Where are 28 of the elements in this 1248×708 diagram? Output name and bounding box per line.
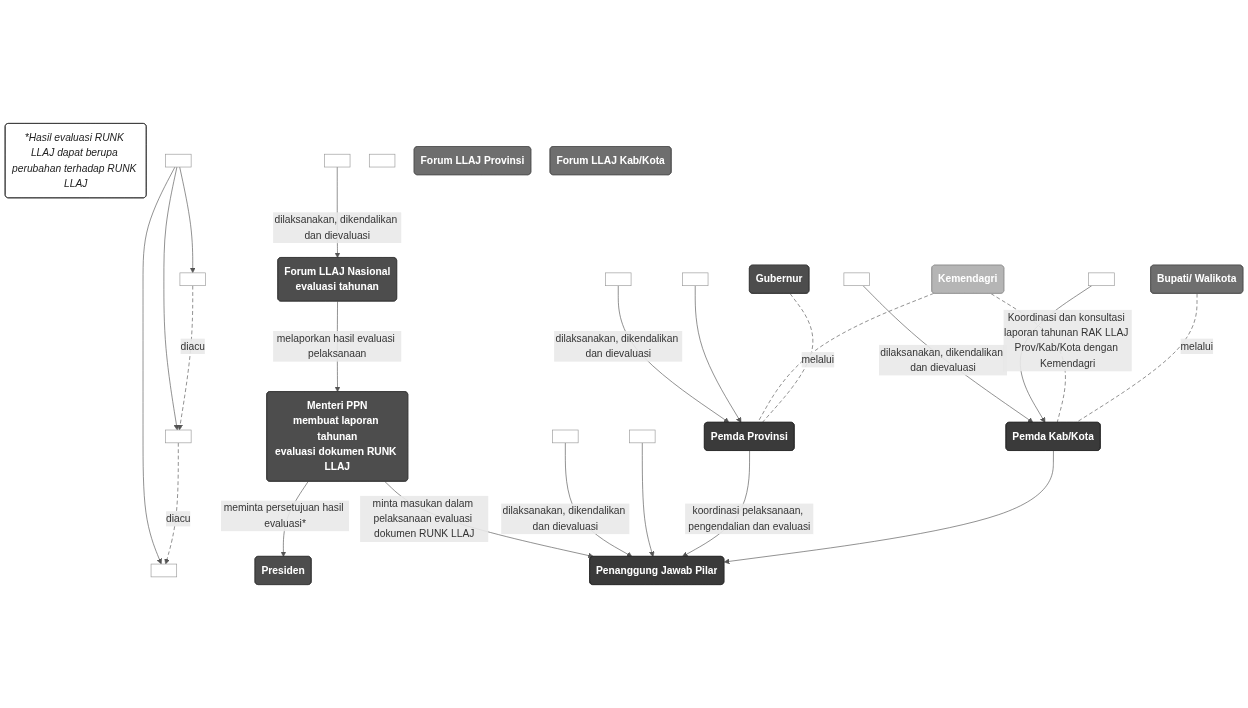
node-box [165,429,192,444]
edge-label: melaporkan hasil evaluasi pelaksanaan [276,332,395,360]
connector [757,293,935,423]
node-box [1088,272,1115,286]
node-box [179,272,206,286]
edge-label: dilaksanakan, dikendalikan dan dievaluasi [880,346,1003,373]
edge-label: Koordinasi dan konsultasi laporan tahunan RAK LLAJ Prov/Kab/Kota dengan Kemendagri [1004,311,1129,369]
edge-label: minta masukan dalam pelaksanaan evaluasi dokumen RUNK LLAJ [372,497,475,540]
node-box [368,153,396,168]
connector [1075,293,1198,423]
node-box [150,563,177,578]
edge-label: dilaksanakan, dikendalikan dan dievaluasi [555,332,679,360]
edge-label: diacu [180,340,206,352]
edge-label: dilaksanakan, dikendalikan dan dievaluasi [502,505,626,532]
edge-label: melalui [1180,340,1213,352]
edge-label: melalui [801,354,835,365]
edge-label: dilaksanakan, dikendalikan dan dievaluasi [274,214,398,241]
connector [761,293,814,423]
node-box [629,429,656,444]
node-box [682,272,709,286]
node-box [605,272,632,286]
edge-label: diacu [166,513,191,524]
edge-label: meminta persetujuan hasil evaluasi* [223,502,344,529]
edge-label: koordinasi pelaksanaan, pengendalian dan evaluasi [688,505,811,532]
node-box [843,272,870,286]
node-box [324,153,351,168]
node-box [165,153,192,168]
node-box [552,429,579,444]
